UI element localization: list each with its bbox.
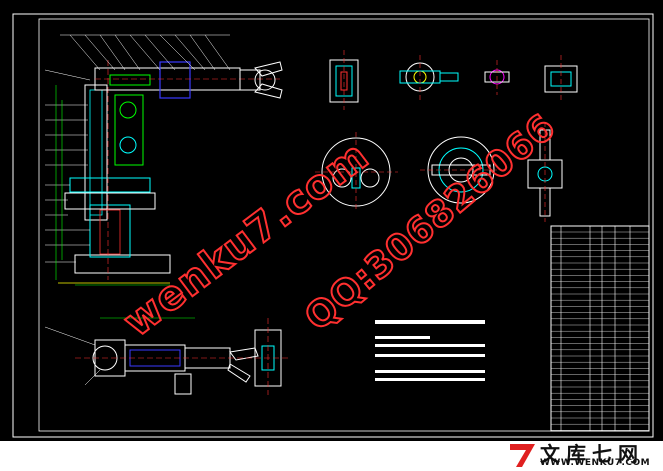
section-view-ring	[420, 136, 502, 204]
drawing-frame	[12, 13, 654, 438]
gripper-assembly-lower	[44, 317, 290, 395]
technical-notes	[375, 320, 485, 381]
parts-list-table	[550, 225, 650, 432]
detail-view-3	[484, 60, 510, 95]
logo-url-text: WWW.WENKU7.COM	[540, 458, 651, 468]
detail-view-4	[544, 55, 578, 100]
drawing-inner-frame	[38, 18, 650, 432]
robot-arm-assembly	[44, 34, 283, 286]
logo-text-cn: 文库七网	[540, 442, 644, 466]
red-seven-logo-icon	[508, 441, 538, 469]
detail-view-1	[329, 50, 359, 110]
section-view-disc	[315, 132, 398, 212]
detail-view-clamp	[527, 122, 563, 222]
detail-view-2	[399, 55, 459, 100]
site-logo-bar	[0, 441, 663, 471]
